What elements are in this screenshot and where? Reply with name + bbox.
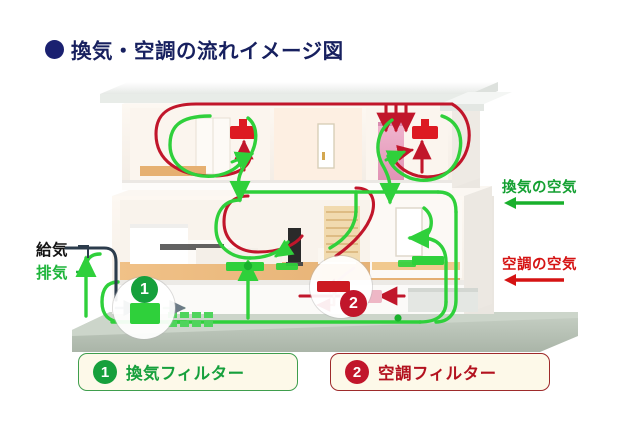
aircon-air-label: 空調の空気: [502, 257, 577, 273]
exhaust-air-label: 排気: [36, 265, 69, 282]
legend-item-aircon-filter: 2 空調フィルター: [330, 353, 550, 391]
supply-air-path-navy: [64, 246, 118, 302]
ventilation-air-label: 換気の空気: [502, 180, 577, 196]
ceiling-vent-right: [412, 119, 438, 139]
ventilation-air-arrow: [504, 197, 564, 209]
aircon-filter-chip: [317, 281, 350, 292]
legend-label-2: 空調フィルター: [378, 365, 497, 383]
ventilation-filter-badge: 1: [131, 276, 158, 303]
aircon-air-arrow: [504, 274, 564, 286]
supply-label-leader: [78, 245, 89, 258]
aircon-filter-badge: 2: [340, 290, 367, 317]
ventilation-filter-chip: [130, 303, 160, 324]
navy-circle-bullet-icon: [45, 39, 64, 59]
supply-air-label: 給気: [36, 242, 69, 259]
legend-badge-1: 1: [93, 360, 117, 384]
legend-item-ventilation-filter: 1 換気フィルター: [78, 353, 298, 391]
flat-roof: [100, 82, 512, 111]
page-title: 換気・空調の流れイメージ図: [45, 34, 344, 64]
kitchen-furniture: [130, 224, 258, 264]
legend-label-1: 換気フィルター: [126, 365, 245, 383]
legend-badge-2: 2: [345, 360, 369, 384]
ceiling-vent-left: [230, 119, 256, 139]
page-title-text: 換気・空調の流れイメージ図: [71, 40, 344, 63]
exhaust-label-leader: [75, 259, 93, 277]
floor-registers-green: [226, 256, 444, 322]
